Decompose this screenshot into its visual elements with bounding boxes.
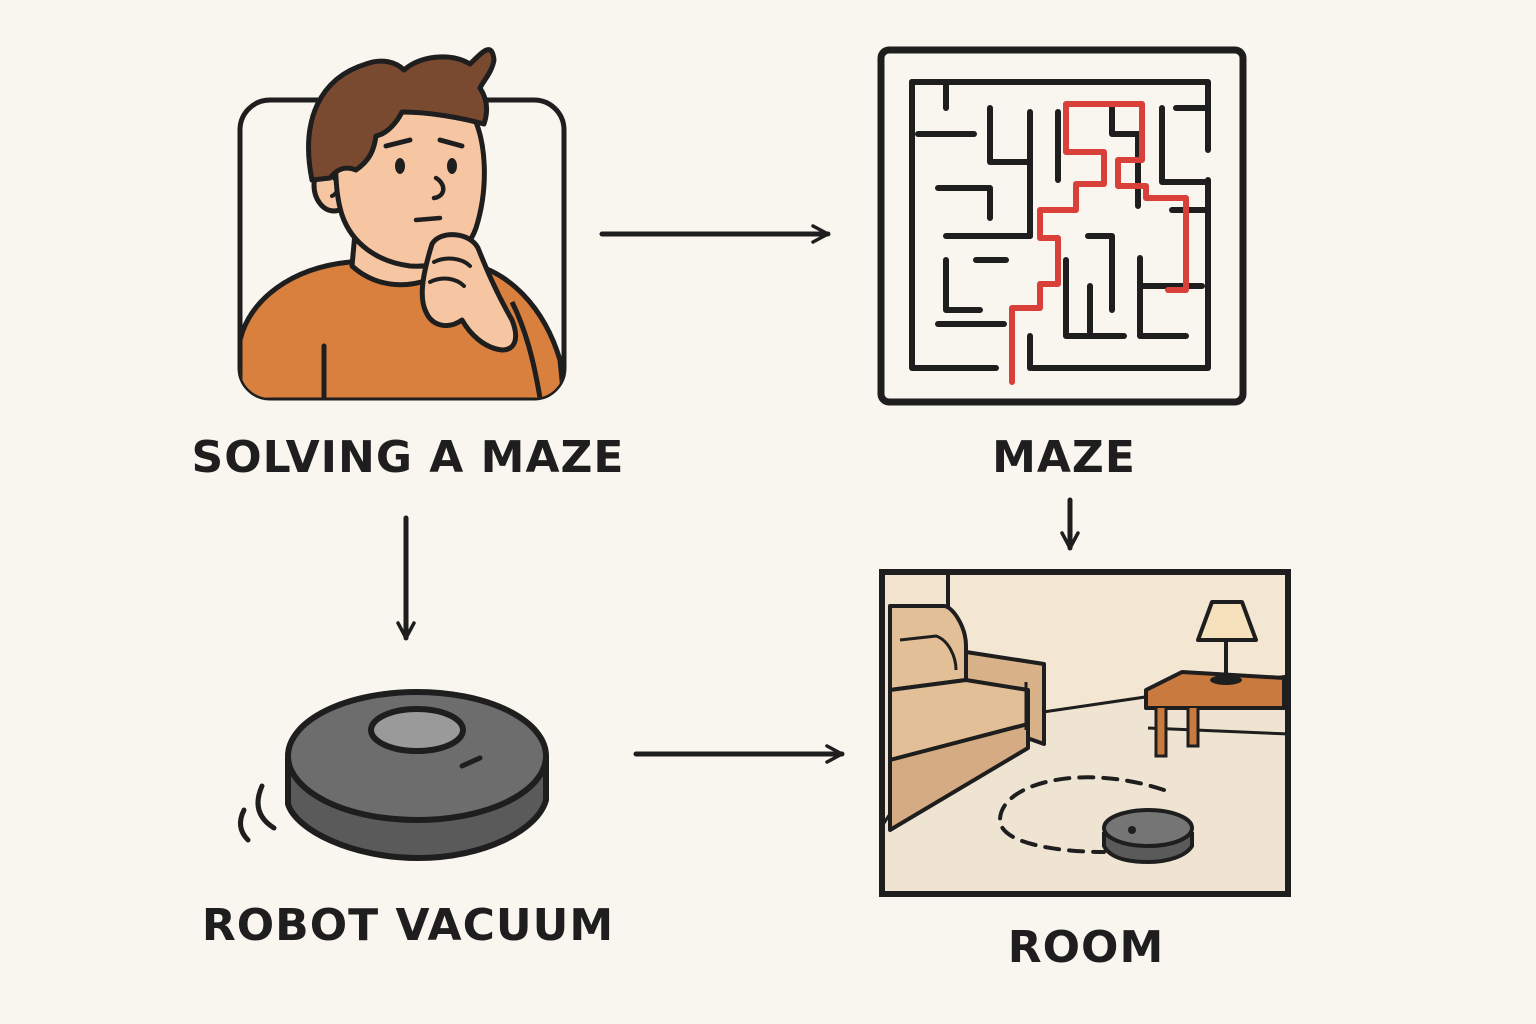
living-room-icon: [879, 569, 1291, 897]
robot-vacuum-icon: [238, 689, 549, 861]
maze-icon: [877, 46, 1247, 406]
thinking-person-icon: [237, 47, 567, 401]
label-robot-vacuum: ROBOT VACUUM: [201, 900, 615, 951]
label-room: ROOM: [1007, 922, 1165, 973]
label-solving-a-maze: SOLVING A MAZE: [191, 432, 625, 483]
label-maze: MAZE: [992, 432, 1136, 483]
